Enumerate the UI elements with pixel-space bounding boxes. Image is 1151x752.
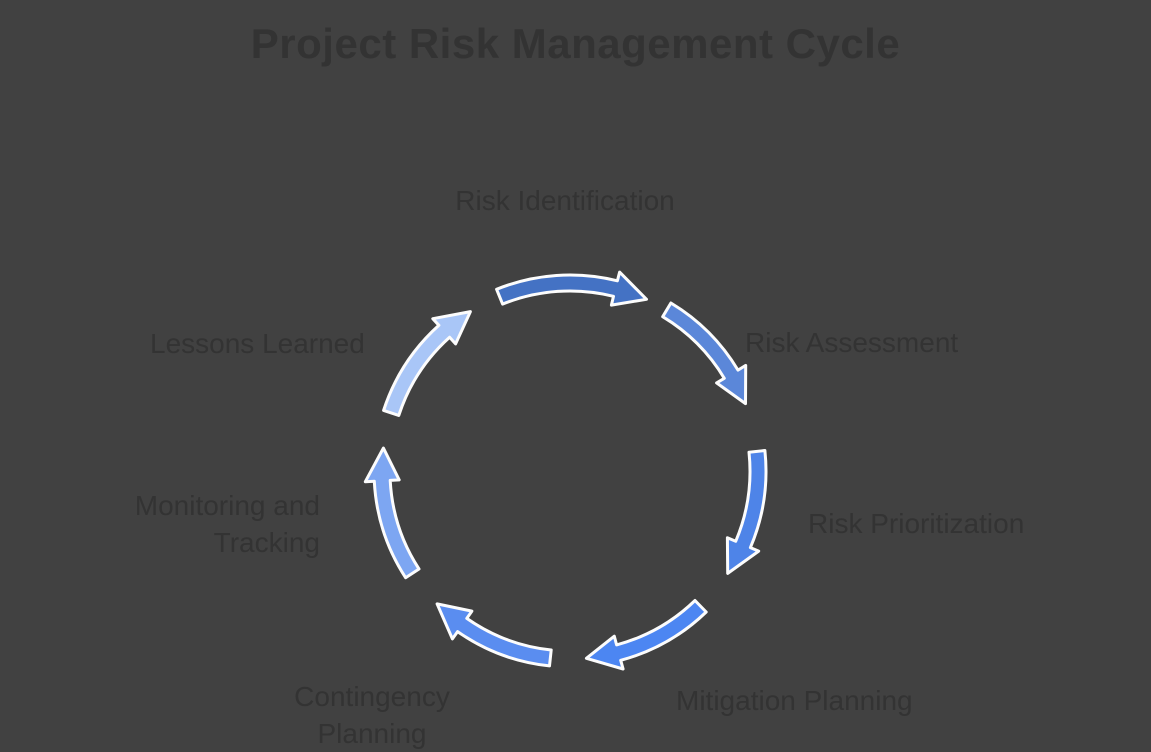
cycle-arrows-canvas (363, 270, 768, 671)
cycle-arrow-0 (495, 270, 648, 307)
diagram-title: Project Risk Management Cycle (250, 20, 901, 67)
stage-label-risk-identification: Risk Identification (455, 185, 675, 216)
cycle-arrow-3 (584, 599, 708, 671)
stage-label-monitoring-and-tracking: Monitoring and Tracking (134, 490, 320, 558)
cycle-arrow-1 (661, 301, 748, 406)
stage-label-risk-assessment: Risk Assessment (745, 327, 959, 358)
cycle-arrow-6 (382, 310, 472, 417)
cycle-arrow-4 (435, 602, 553, 668)
stage-label-contingency-planning: Contingency Planning (294, 681, 450, 749)
stage-label-lessons-learned: Lessons Learned (150, 328, 365, 359)
cycle-arrow-2 (725, 449, 768, 575)
stage-label-risk-prioritization: Risk Prioritization (808, 508, 1025, 539)
stage-label-mitigation-planning: Mitigation Planning (676, 685, 913, 716)
cycle-arrow-5 (363, 446, 421, 580)
